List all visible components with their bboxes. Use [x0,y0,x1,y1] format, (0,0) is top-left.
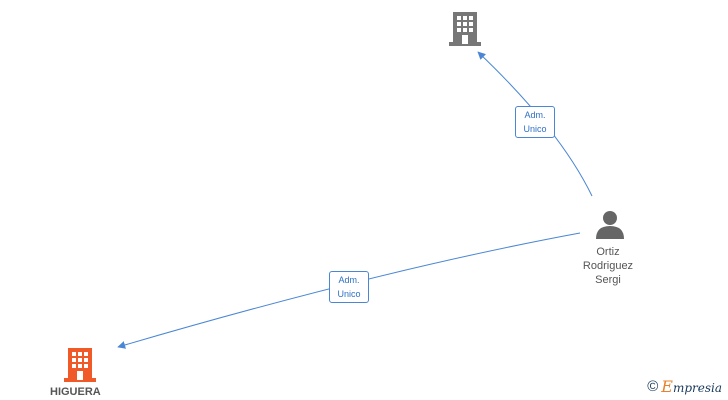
empresia-logo: © Empresia [647,377,722,396]
building-icon[interactable] [449,10,481,46]
edge-label-adm-unico-top[interactable]: Adm. Unico [515,106,555,138]
building-icon[interactable] [64,346,96,382]
edge-label-line2: Unico [337,289,361,299]
person-name-line3: Sergi [595,274,621,286]
person-name-line2: Rodriguez [582,260,634,272]
company-label-higuera[interactable]: HIGUERA [50,386,101,398]
copyright-icon: © [647,378,659,395]
person-name-line1: Ortiz [596,246,620,258]
edge-label-line1: Adm. [338,275,360,285]
person-icon[interactable] [595,209,625,239]
brand-rest: mpresia [672,381,722,395]
edge-label-adm-unico-bottom[interactable]: Adm. Unico [329,271,369,303]
brand-e: E [661,377,673,396]
edge-label-line1: Adm. [524,110,546,120]
person-name[interactable]: Ortiz Rodriguez Sergi [568,245,648,287]
edge-label-line2: Unico [523,124,547,134]
